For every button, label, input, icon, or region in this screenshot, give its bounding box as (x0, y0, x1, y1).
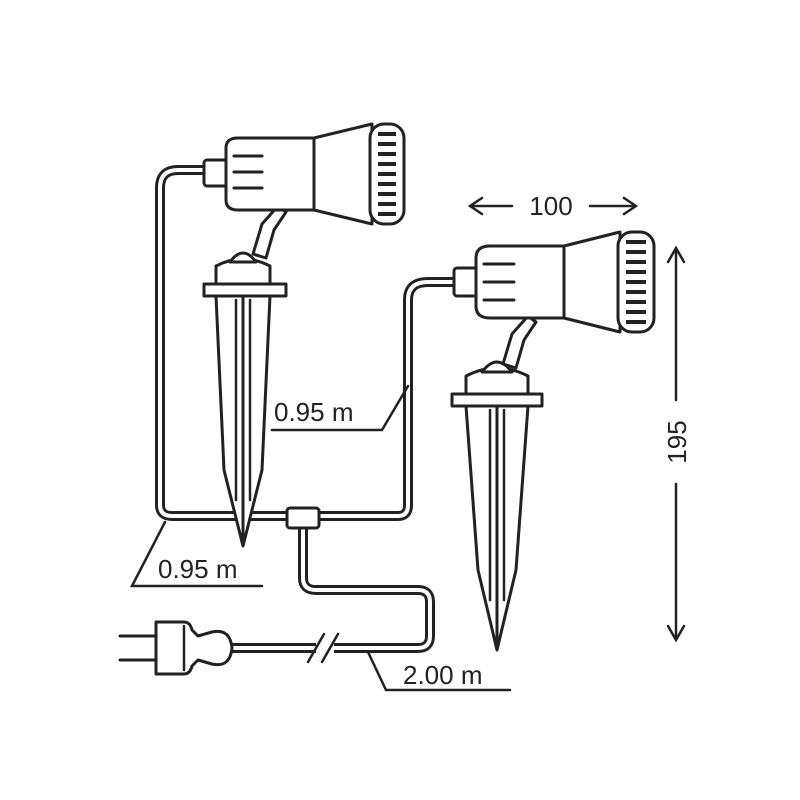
spotlight-1-stake (202, 251, 288, 548)
spotlight-1-head (202, 122, 406, 226)
spotlight-2 (450, 230, 656, 652)
cable-to-plug (225, 523, 435, 653)
height-dimension: 195 (662, 245, 692, 643)
lower-cable-length-callout: 0.95 m (129, 520, 264, 588)
plug-cable-length-label: 2.00 m (403, 660, 483, 690)
upper-cable-length-callout: 0.95 m (270, 384, 410, 432)
cable-to-first-spotlight (155, 165, 297, 521)
spotlight-1 (202, 122, 406, 548)
spotlight-1-arm (251, 204, 288, 260)
upper-cable-length-label: 0.95 m (274, 397, 354, 427)
plug-cable-length-callout: 2.00 m (366, 650, 512, 692)
cable-break-marks (306, 632, 340, 664)
power-plug (118, 620, 234, 676)
spotlight-2-stake (450, 360, 544, 652)
cable-to-second-spotlight (311, 277, 465, 521)
spotlight-2-arm (501, 314, 538, 370)
lower-cable-length-label: 0.95 m (158, 554, 238, 584)
width-label: 100 (529, 191, 572, 221)
width-dimension: 100 (467, 191, 639, 221)
spotlight-2-head (452, 230, 656, 334)
cable-junction-box (285, 506, 321, 530)
height-label: 195 (662, 420, 692, 463)
